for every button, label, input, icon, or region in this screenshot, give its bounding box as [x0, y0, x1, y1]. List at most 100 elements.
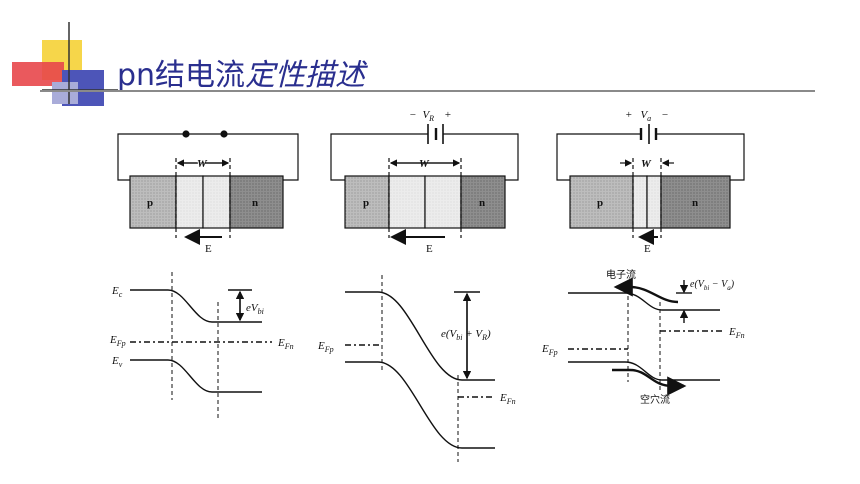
panel1-ev-curve [130, 359, 262, 393]
panel1-barrier-label: eV [246, 302, 259, 314]
panel3-barrier-sub2: a [727, 284, 731, 292]
panel1-depletion-p [175, 175, 204, 229]
panel1-w-label: W [196, 158, 207, 170]
panel3-e-label: E [644, 243, 651, 255]
panel3-bias-minus: − [661, 109, 668, 121]
svg-text:−VR+: −VR + [409, 109, 452, 123]
panel2-ec-curve [345, 291, 495, 381]
panel1-band-diagram [130, 272, 272, 418]
panel2-bias-plus: + [444, 109, 451, 121]
panel3-bias-label: V [640, 109, 648, 121]
panel1-depletion-n [202, 175, 231, 229]
panel3-electron-flow-label: 电子流 [606, 268, 636, 281]
panel1-efp-label: E [109, 334, 117, 346]
panel3-electron-flow-arrow [613, 277, 679, 304]
panel1-device [117, 130, 299, 245]
svg-text:EFp: EFp [317, 340, 334, 354]
panel1-p-label: p [147, 197, 153, 209]
svg-text:EFn: EFn [277, 337, 294, 351]
panel2-efp-label: E [317, 340, 325, 352]
panel3-efp-label: E [541, 343, 549, 355]
panel3-barrier-sub: bi [704, 284, 710, 292]
panel3-p-label: p [597, 197, 603, 209]
panel2-n-label: n [479, 197, 485, 209]
panel3-band-diagram [568, 277, 722, 396]
panel1-efn-label: E [277, 337, 285, 349]
panel2-ev-curve [345, 361, 495, 449]
svg-text:EFn: EFn [499, 392, 516, 406]
panel3-hole-flow-label: 空穴流 [640, 393, 670, 406]
panel2-w-label: W [419, 158, 430, 170]
svg-text:eVbi: eVbi [246, 302, 264, 316]
panel1-e-label: E [205, 243, 212, 255]
panel2-efn-label: E [499, 392, 507, 404]
panel2-bias-sub: R [428, 114, 434, 123]
panel3-efn-label: E [728, 326, 736, 338]
panel3-w-label: W [641, 158, 652, 170]
panel2-e-label: E [426, 243, 433, 255]
panel2-p-label: p [363, 197, 369, 209]
panel3-barrier-tail: − V [709, 279, 729, 290]
page-title: pn结电流定性描述 [117, 50, 365, 94]
panel1-ec-curve [130, 289, 262, 323]
panel1-wire [117, 133, 299, 181]
panel2-efp-sub: Fp [324, 345, 334, 354]
panel2-efn-sub: Fn [506, 397, 516, 406]
panel3-ec-curve [568, 292, 720, 311]
panel3-barrier-label: e(V [690, 279, 706, 290]
panel2-barrier-label: e(V [441, 328, 458, 340]
deco-lavender-square [52, 82, 78, 104]
panel3-efp-sub: Fp [548, 348, 558, 357]
panel2-bias-minus: − [409, 109, 416, 121]
title-divider [40, 90, 815, 92]
panel2-bias-label: V [422, 109, 430, 121]
panel1-ev-label: E [111, 355, 119, 367]
panel1-ec-label: E [111, 285, 119, 297]
panel3-depletion-n [646, 175, 662, 229]
svg-text:e(Vbi + VR): e(Vbi + VR) [441, 328, 491, 342]
title-prefix: pn结电流 [117, 58, 246, 93]
panel3-n-region [660, 175, 731, 229]
svg-text:EFp: EFp [541, 343, 558, 357]
panel2-band-diagram [345, 275, 495, 462]
panel3-efn-sub: Fn [735, 331, 745, 340]
panel2-n-region [460, 175, 506, 229]
panel1-contact-left [182, 130, 190, 138]
panel3-bias-plus: + [625, 109, 632, 121]
panel2-barrier-sub: bi [456, 333, 462, 342]
svg-text:e(Vbi − Va): e(Vbi − Va) [690, 279, 735, 292]
panel2-device [330, 124, 519, 245]
panel1-ev-sub: v [119, 360, 123, 369]
panel3-barrier-close: ) [730, 279, 735, 290]
panel2-barrier-sub2: R [481, 333, 487, 342]
svg-text:EFp: EFp [109, 334, 126, 348]
panel1-efn-sub: Fn [284, 342, 294, 351]
panel2-depletion-n [424, 175, 462, 229]
svg-text:Ev: Ev [111, 355, 123, 369]
panel1-efp-sub: Fp [116, 339, 126, 348]
panel1-ec-sub: c [119, 290, 123, 299]
panel3-device [556, 124, 745, 245]
panel2-p-region [344, 175, 390, 229]
panel1-barrier-sub: bi [258, 307, 264, 316]
panel3-n-label: n [692, 197, 698, 209]
title-italic: 定性描述 [245, 58, 366, 93]
panel1-n-label: n [252, 197, 258, 209]
panel1-w-text: W [197, 158, 208, 170]
panel2-barrier-tail: + V [463, 328, 484, 340]
panel3-wire [556, 133, 641, 181]
panel2-depletion-p [388, 175, 426, 229]
svg-text:Ec: Ec [111, 285, 123, 299]
panel1-n-region [229, 175, 284, 229]
panel1-p-region [129, 175, 177, 229]
panel3-hole-flow-arrow [612, 368, 687, 396]
panel3-bias-sub: a [647, 114, 651, 123]
panel3-ev-curve [568, 361, 720, 381]
svg-text:+Va−: + Va − [625, 109, 669, 123]
panel1-contact-right [220, 130, 228, 138]
panel2-wire [330, 133, 428, 181]
svg-text:EFn: EFn [728, 326, 745, 340]
panel3-depletion-p [632, 175, 648, 229]
